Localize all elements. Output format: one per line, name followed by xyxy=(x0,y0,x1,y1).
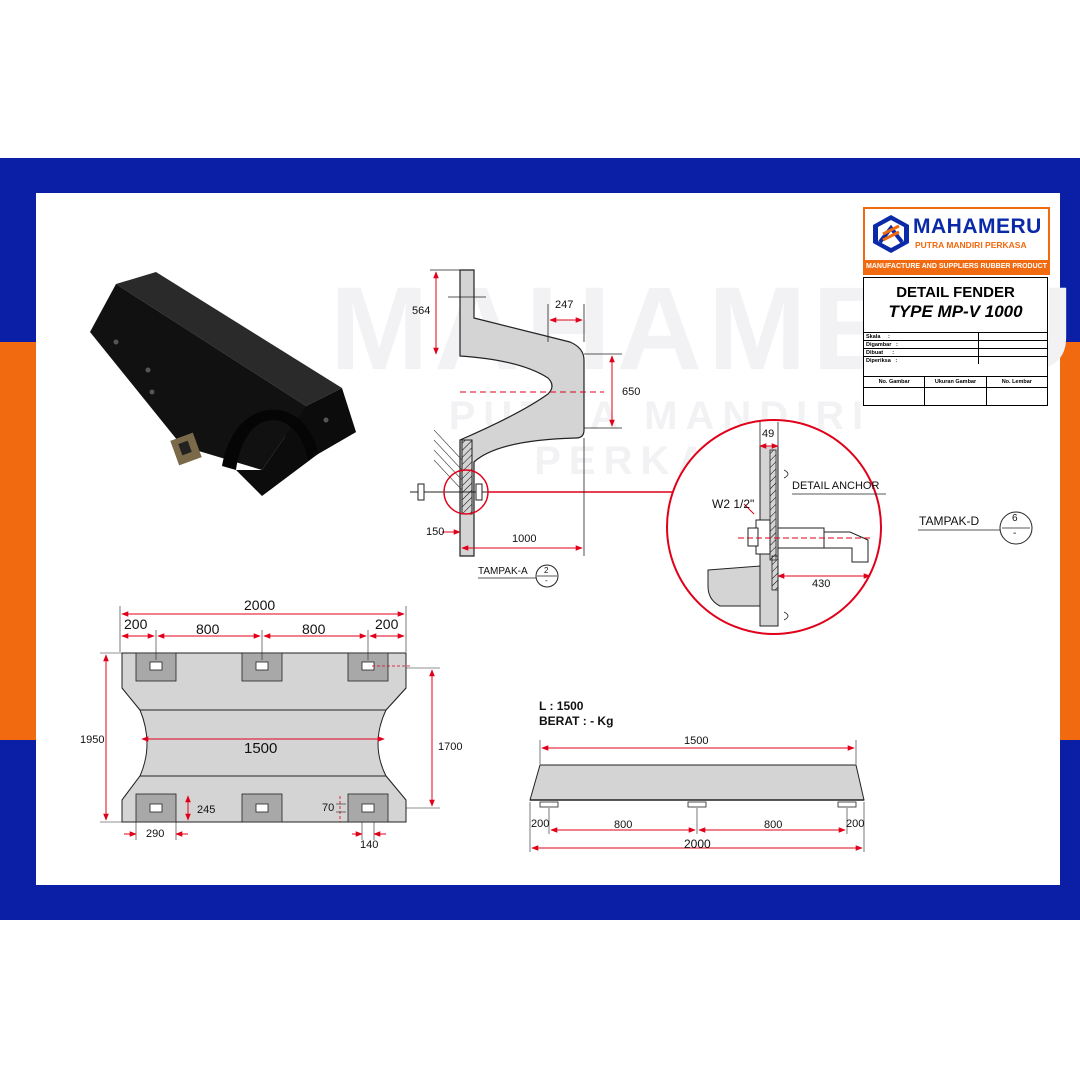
plan-seg-200-left: 200 xyxy=(124,616,148,632)
background-band-orange-right xyxy=(1060,342,1080,740)
title-row: Skala : xyxy=(864,332,1047,341)
row-label: Digambar : xyxy=(864,340,966,349)
row-label: Dibuat : xyxy=(864,348,966,357)
plan-dim-290: 290 xyxy=(146,828,165,840)
anchor-detail xyxy=(666,419,1033,635)
hexagon-logo-icon xyxy=(873,215,909,253)
logo-brand: MAHAMERU xyxy=(913,215,1042,238)
row-extra xyxy=(978,332,1047,341)
view-label-tampak-d: TAMPAK-D xyxy=(919,514,980,528)
dim-1000: 1000 xyxy=(512,533,537,545)
plan-dim-140: 140 xyxy=(360,839,379,851)
dim-650: 650 xyxy=(622,386,641,398)
front-seg-200-left: 200 xyxy=(531,818,550,830)
title-block-footer: No. Gambar Ukuran Gambar No. Lembar xyxy=(864,376,1047,405)
dim-247: 247 xyxy=(555,299,574,311)
bolt-label: W2 1/2" xyxy=(712,497,755,511)
plan-height-1950: 1950 xyxy=(80,734,105,746)
row-value xyxy=(965,356,979,364)
title-block-rows: Skala : Digambar : Dibuat : Diperiksa : xyxy=(864,332,1047,364)
dim-430: 430 xyxy=(812,578,831,590)
front-seg-800-right: 800 xyxy=(764,819,783,831)
row-extra xyxy=(978,340,1047,349)
view-label-tampak-a: TAMPAK-A xyxy=(478,566,528,577)
logo-tagline: MANUFACTURE AND SUPPLIERS RUBBER PRODUCT xyxy=(865,260,1048,273)
front-top-1500: 1500 xyxy=(684,735,709,747)
fender-photo xyxy=(90,272,356,496)
title-row: Digambar : xyxy=(864,340,1047,349)
plan-total-2000: 2000 xyxy=(244,597,276,613)
dim-150: 150 xyxy=(426,526,445,538)
drawing-title: DETAIL FENDER xyxy=(896,284,1015,301)
ref-a-bottom: - xyxy=(545,576,548,585)
ref-d-bottom: - xyxy=(1013,528,1017,539)
footer-col: No. Lembar xyxy=(985,377,1047,405)
row-value xyxy=(965,348,979,357)
plan-dim-70: 70 xyxy=(322,802,335,814)
title-row: Diperiksa : xyxy=(864,356,1047,364)
front-seg-200-right: 200 xyxy=(846,818,865,830)
company-logo: MAHAMERU PUTRA MANDIRI PERKASA MANUFACTU… xyxy=(863,207,1050,275)
row-value xyxy=(965,332,979,341)
plan-seg-800-left: 800 xyxy=(196,621,220,637)
plan-seg-800-right: 800 xyxy=(302,621,326,637)
dim-49: 49 xyxy=(762,428,775,440)
length-label: L : 1500 xyxy=(539,699,584,713)
plan-seg-200-right: 200 xyxy=(375,616,399,632)
background-band-orange-left xyxy=(0,342,36,740)
weight-label: BERAT : - Kg xyxy=(539,714,614,728)
title-row: Dibuat : xyxy=(864,348,1047,357)
plan-inner-1500: 1500 xyxy=(244,740,278,757)
drawing-type: TYPE MP-V 1000 xyxy=(888,302,1023,321)
title-block: DETAIL FENDER TYPE MP-V 1000 Skala : Dig… xyxy=(863,277,1048,406)
row-label: Diperiksa : xyxy=(864,356,966,364)
ref-a-top: 2 xyxy=(544,566,549,575)
front-total-2000: 2000 xyxy=(684,837,711,851)
front-seg-800-left: 800 xyxy=(614,819,633,831)
front-view xyxy=(529,740,865,852)
ref-d-top: 6 xyxy=(1012,513,1018,524)
row-label: Skala : xyxy=(864,332,966,341)
footer-col: No. Gambar xyxy=(864,377,925,405)
plan-view xyxy=(100,606,440,840)
row-extra xyxy=(978,348,1047,357)
plan-dim-245: 245 xyxy=(197,804,216,816)
detail-anchor-title: DETAIL ANCHOR xyxy=(792,480,880,492)
logo-subtitle: PUTRA MANDIRI PERKASA xyxy=(915,240,1027,250)
dim-564: 564 xyxy=(412,305,431,317)
row-value xyxy=(965,340,979,349)
plan-inner-h-1700: 1700 xyxy=(438,741,463,753)
side-view xyxy=(410,269,680,588)
side-view-profile xyxy=(459,269,585,557)
footer-col: Ukuran Gambar xyxy=(924,377,986,405)
row-extra xyxy=(978,356,1047,364)
